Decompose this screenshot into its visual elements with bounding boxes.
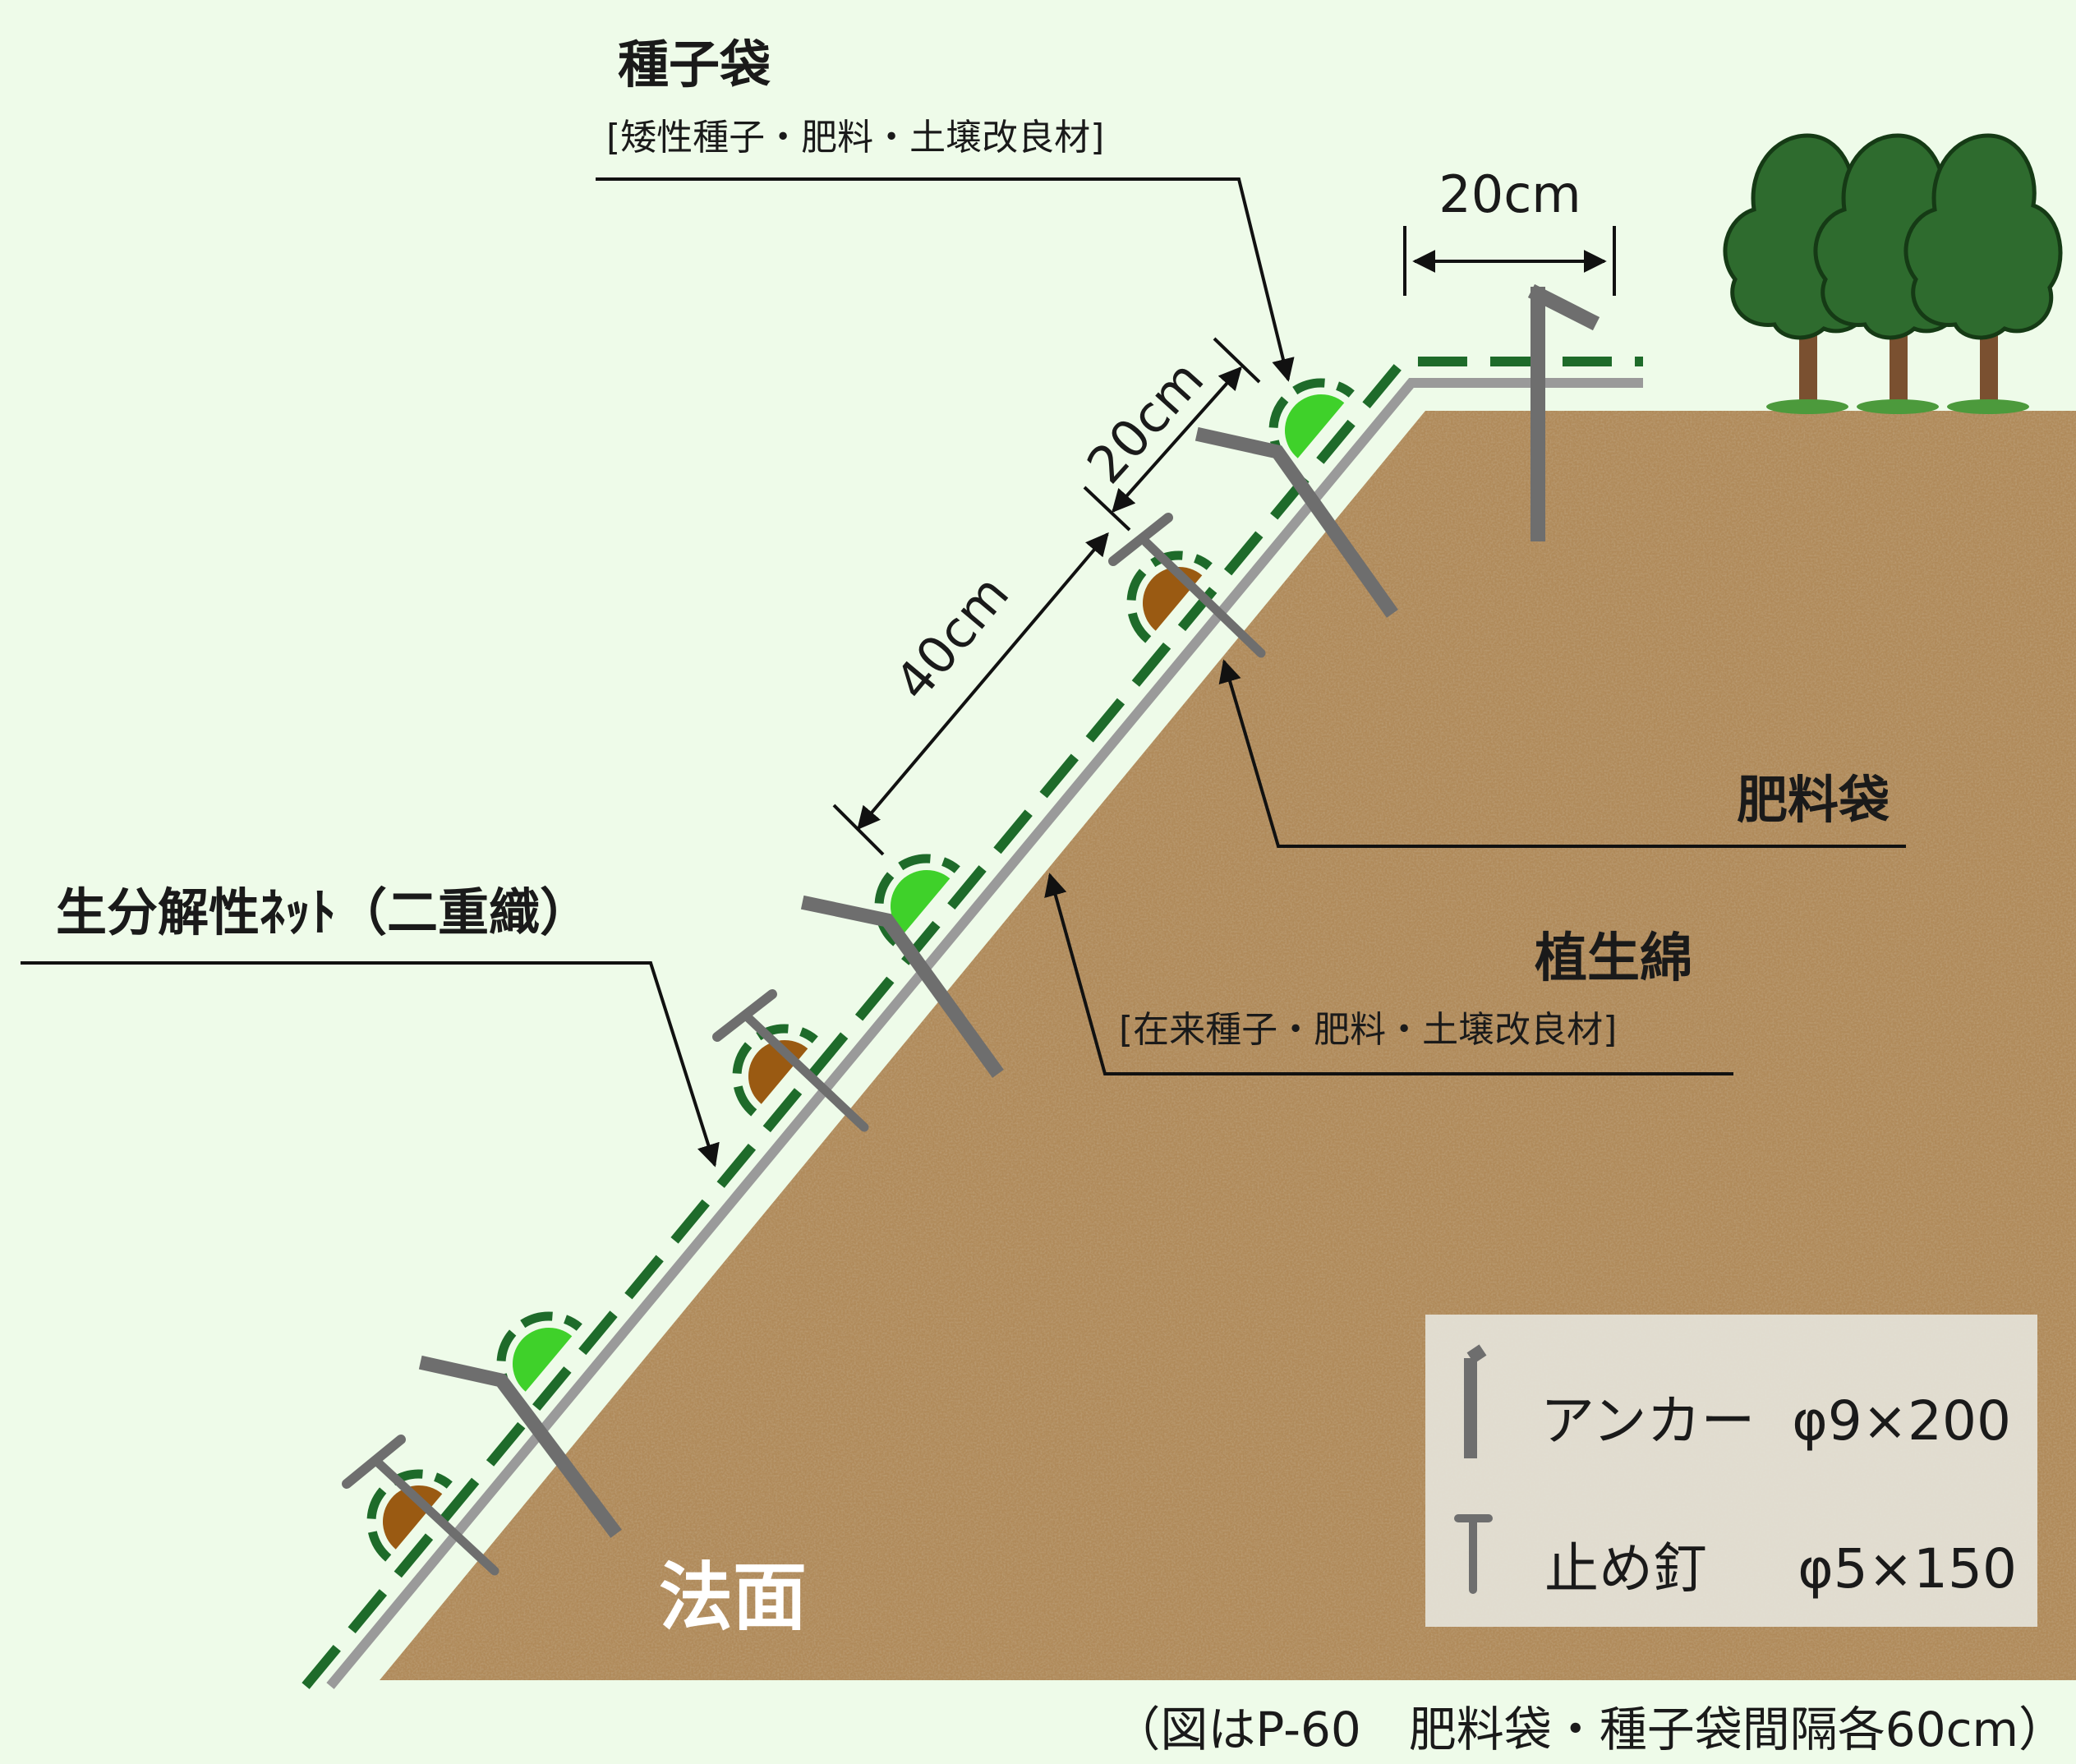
caption: （図はP-60 肥料袋・種子袋間隔各60cm） — [1112, 1702, 2066, 1757]
fertilizer-bag-leader — [1218, 659, 1906, 848]
vegetation-mat-line — [326, 378, 1643, 1689]
seed-bag-contents: [矮性種子・肥料・土壌改良材] — [606, 117, 1104, 159]
pin — [1108, 513, 1266, 658]
net-line — [302, 357, 1643, 1689]
pin — [342, 1435, 499, 1576]
fertilizer-bag — [366, 1469, 453, 1562]
anchors — [418, 283, 1600, 1538]
legend: アンカー φ9×200 止め釘 φ5×150 — [1425, 1315, 2037, 1627]
anchor — [418, 1355, 622, 1538]
seed-bag-leader — [596, 177, 1295, 382]
vegetation-mat-contents: [在来種子・肥料・土壌改良材] — [1119, 1009, 1617, 1051]
legend-anchor-label: アンカー — [1540, 1389, 1755, 1453]
pins — [342, 513, 1266, 1576]
trees — [1723, 133, 2063, 414]
legend-anchor-spec: φ9×200 — [1792, 1389, 2011, 1453]
dimension-top — [1403, 226, 1616, 296]
pin-icon — [1454, 1514, 1493, 1594]
vegetation-mat-leader — [1044, 873, 1733, 1075]
legend-pin-spec: φ5×150 — [1798, 1537, 2017, 1600]
tree-icon — [1903, 133, 2063, 414]
pin — [712, 989, 869, 1132]
slope-face-label: 法面 — [659, 1554, 807, 1641]
seed-bag-title: 種子袋 — [618, 35, 771, 94]
anchor-icon — [1464, 1344, 1487, 1458]
anchor — [800, 895, 1004, 1078]
dimension-top-label: 20cm — [1438, 164, 1581, 224]
net-label: 生分解性ﾈｯﾄ（二重織） — [56, 882, 591, 942]
vegetation-mat-title: 植生綿 — [1535, 928, 1692, 989]
net-leader — [21, 961, 720, 1168]
fertilizer-bag-label: 肥料袋 — [1737, 770, 1890, 830]
legend-pin-label: 止め釘 — [1544, 1537, 1707, 1600]
dimension-slope-upper — [1083, 337, 1261, 532]
anchor — [1527, 283, 1600, 541]
dimension-slope-lower — [832, 532, 1109, 856]
